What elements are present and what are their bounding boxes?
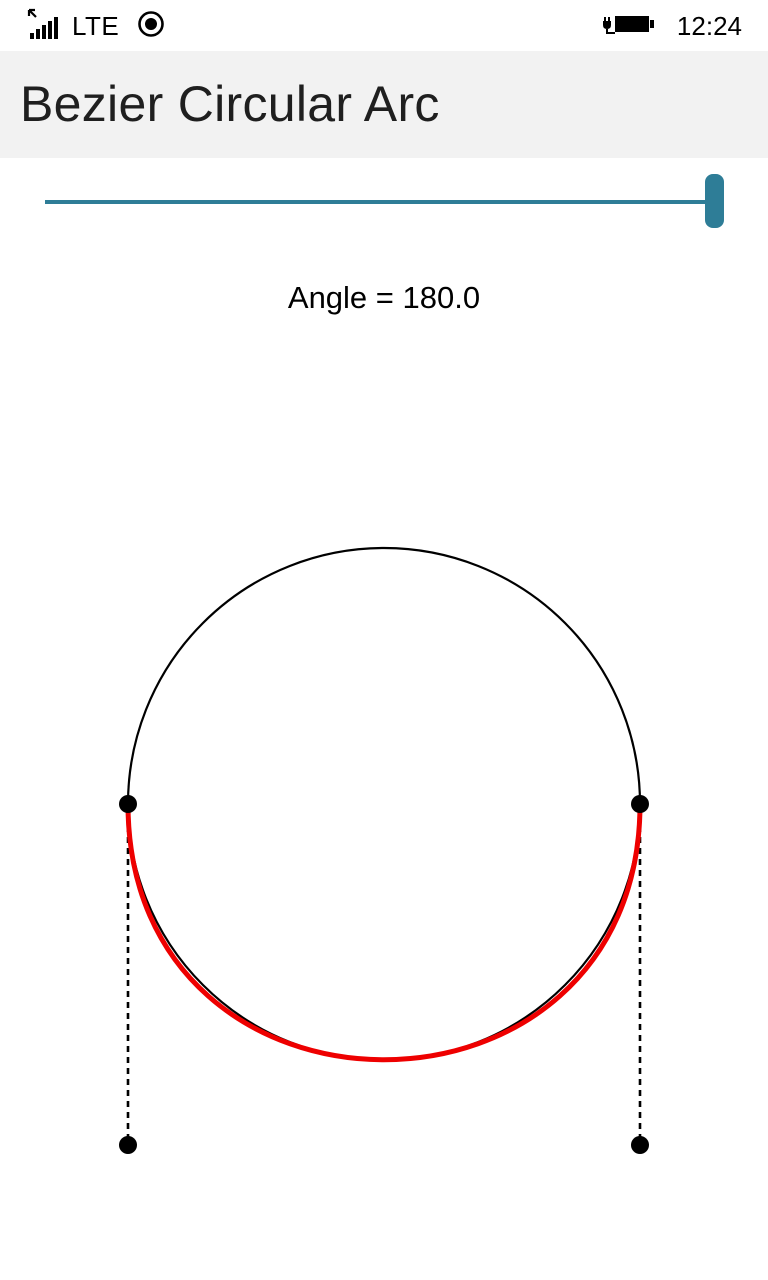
control-point-2[interactable] [631, 1136, 649, 1154]
status-right: 12:24 [602, 6, 742, 46]
page-title: Bezier Circular Arc [20, 76, 440, 132]
network-type-label: LTE [72, 10, 120, 41]
start-point[interactable] [119, 795, 137, 813]
angle-readout: Angle = 180.0 [287, 280, 481, 315]
title-bar: Bezier Circular Arc [0, 51, 768, 158]
slider-thumb[interactable] [705, 174, 724, 228]
status-bar: LTE 12:24 [0, 0, 768, 51]
end-point[interactable] [631, 795, 649, 813]
reference-circle [126, 546, 642, 1062]
angle-slider[interactable] [45, 174, 724, 230]
bezier-arc [125, 803, 643, 1063]
clock: 12:24 [676, 10, 742, 41]
status-left: LTE [26, 6, 165, 46]
battery-charging-icon [602, 11, 655, 42]
signal-strength-icon [26, 7, 62, 46]
location-icon [137, 10, 165, 43]
bezier-figure [119, 546, 649, 1154]
slider-track[interactable] [45, 200, 715, 204]
control-point-1[interactable] [119, 1136, 137, 1154]
